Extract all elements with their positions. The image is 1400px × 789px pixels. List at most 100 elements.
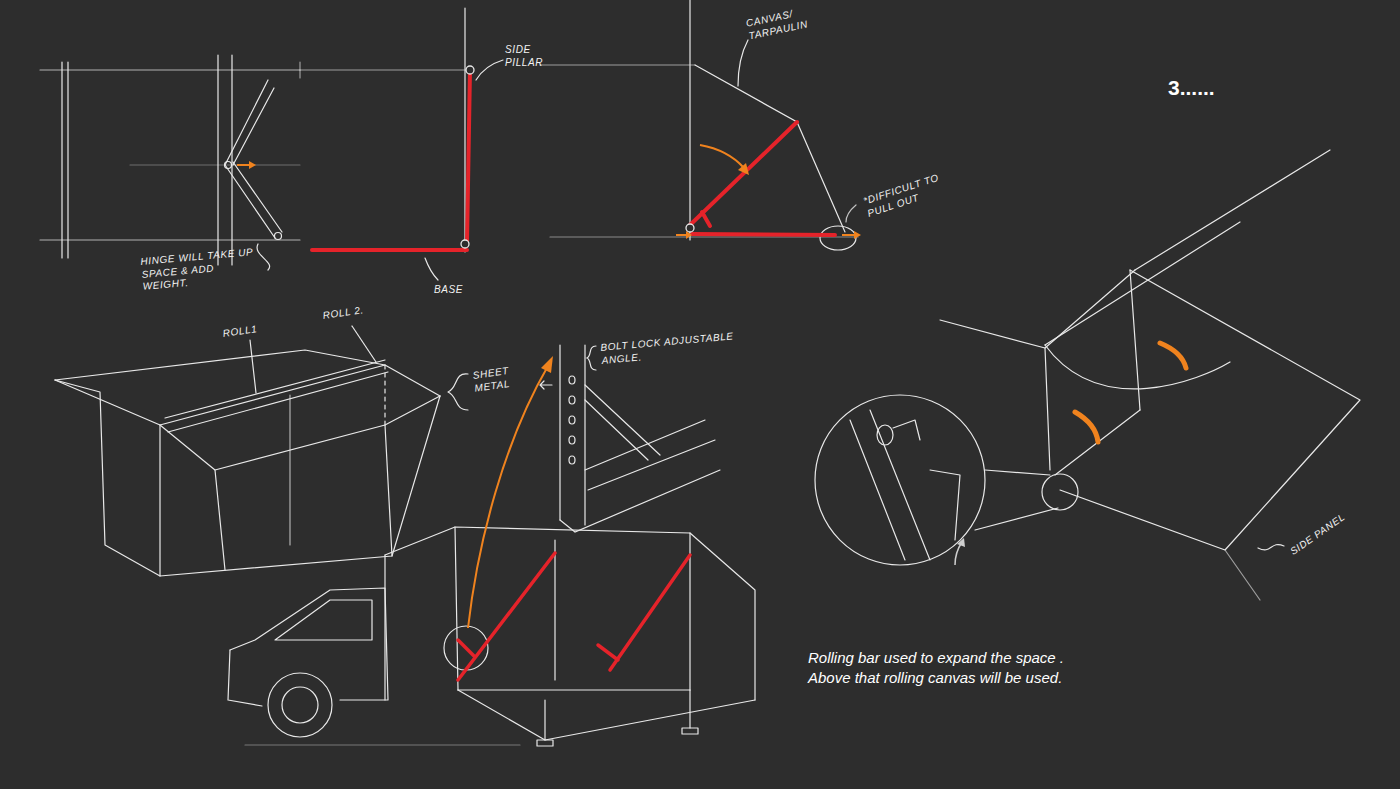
part-label: BASE (434, 284, 484, 297)
part-label: SHEET METAL (472, 362, 535, 395)
side-panel-sketch-stroke (877, 425, 893, 445)
truck-sketch-stroke (458, 690, 755, 740)
canvas-arrows-stroke (854, 231, 861, 239)
hinge-sketch-stroke (225, 162, 232, 169)
side-panel-sketch-stroke (1045, 348, 1050, 470)
side-panel-sketch-stroke (1225, 550, 1260, 600)
canvas-pivot-stroke (686, 224, 694, 232)
canvas-red-bars-stroke (690, 122, 797, 225)
bolt-lock-detail-stroke (560, 470, 720, 532)
canvas-pivot (686, 224, 694, 232)
cabinet-sketch (55, 326, 468, 576)
side-panel-sketch-stroke (1042, 474, 1078, 510)
hinge-sketch-stroke (233, 162, 282, 232)
pillar-sketch-stroke (476, 60, 503, 80)
side-panel-sketch-stroke (930, 470, 960, 540)
truck-sketch-stroke (385, 527, 690, 690)
side-panel-sketch-stroke (985, 470, 1050, 475)
hinge-sketch-stroke (130, 164, 300, 165)
side-panel-sketch-stroke (1045, 222, 1240, 345)
hinge-arrow-stroke (237, 164, 249, 166)
cabinet-sketch-stroke (385, 425, 392, 556)
side-panel-sketch-stroke (815, 395, 985, 565)
cabinet-sketch-stroke (448, 374, 468, 410)
hinge-sketch-stroke (231, 55, 232, 265)
bolt-lock-detail-stroke (587, 346, 596, 370)
truck-sketch-stroke (275, 600, 372, 640)
note-text: *DIFFICULT TO PULL OUT (862, 165, 965, 220)
bolt-lock-detail-stroke (569, 416, 575, 424)
side-panel-sketch-stroke (870, 410, 930, 560)
canvas-arrows-stroke (700, 145, 744, 168)
bolt-lock-detail-stroke (569, 396, 575, 404)
bolt-lock-detail-stroke (588, 440, 715, 490)
pillar-red-bars (312, 70, 470, 250)
bolt-lock-detail-stroke (559, 345, 560, 520)
part-label: CANVAS/ TARPAULIN (745, 1, 828, 42)
truck-sketch-stroke (689, 690, 690, 728)
side-panel-sketch-stroke (1045, 345, 1230, 389)
hinge-sketch (40, 55, 300, 270)
detail-arrow-stroke (468, 366, 548, 628)
cabinet-sketch-stroke (250, 340, 256, 393)
truck-red-bars-stroke (610, 555, 690, 670)
canvas-red-bars (690, 122, 835, 235)
bolt-lock-detail-stroke (569, 436, 575, 444)
cabinet-sketch-stroke (165, 360, 385, 418)
canvas-arrows-stroke (686, 231, 692, 239)
truck-sketch-stroke (384, 555, 385, 700)
pillar-sketch-stroke (300, 69, 470, 70)
side-panel-sketch-stroke (1055, 410, 1140, 475)
truck-sketch-stroke (268, 673, 332, 737)
truck-sketch-stroke (682, 728, 698, 734)
bolt-lock-detail-stroke (585, 400, 648, 460)
pillar-pivots-stroke (461, 240, 469, 248)
pillar-sketch (300, 8, 503, 280)
side-panel-sketch-stroke (975, 508, 1058, 530)
cabinet-sketch-stroke (289, 395, 290, 545)
note-text: HINGE WILL TAKE UP SPACE & ADD WEIGHT. (140, 246, 263, 294)
canvas-arrows-stroke (842, 234, 854, 236)
truck-sketch-stroke (537, 740, 553, 746)
side-panel-sketch-stroke (1258, 545, 1284, 550)
hinge-sketch-stroke (61, 62, 62, 258)
canvas-red-bars-stroke (692, 234, 835, 235)
canvas-sketch-stroke (689, 0, 690, 240)
hinge-sketch-stroke (225, 165, 275, 238)
hinge-sketch-stroke (257, 244, 270, 270)
bolt-lock-detail (540, 345, 720, 532)
hinge-sketch-stroke (233, 88, 274, 165)
truck-sketch-stroke (228, 650, 262, 706)
truck-sketch-stroke (245, 744, 520, 745)
cabinet-sketch-stroke (55, 350, 385, 380)
bolt-lock-detail-stroke (540, 381, 552, 389)
side-panel-sketch-stroke (893, 420, 920, 440)
canvas-sketch-stroke (820, 226, 856, 250)
cabinet-sketch-stroke (352, 326, 376, 362)
truck-sketch-stroke (230, 588, 388, 700)
side-panel-sketch-stroke (940, 270, 1135, 348)
side-panel-arrows (1075, 343, 1186, 442)
step-number: 3...... (1168, 76, 1215, 100)
canvas-sketch-stroke (540, 64, 695, 65)
truck-sketch (228, 527, 755, 746)
side-panel-sketch-stroke (850, 420, 905, 560)
bolt-lock-detail-stroke (584, 345, 585, 525)
canvas-red-bars-stroke (702, 212, 710, 226)
side-panel-arrows-stroke (1075, 412, 1098, 442)
truck-sketch-stroke (554, 540, 555, 680)
canvas-sketch (540, 0, 858, 250)
cabinet-sketch-stroke (160, 396, 440, 470)
hinge-arrow-stroke (249, 161, 256, 169)
truck-sketch-stroke (544, 700, 545, 740)
bolt-lock-detail-stroke (569, 456, 575, 464)
side-panel-sketch-stroke (1135, 150, 1330, 270)
caption-text: Rolling bar used to expand the space . A… (808, 648, 1093, 687)
canvas-arrows-stroke (738, 163, 749, 175)
part-label: SIDE PILLAR (505, 44, 555, 69)
truck-sketch-stroke (458, 689, 690, 690)
truck-red-bars-stroke (458, 553, 555, 680)
